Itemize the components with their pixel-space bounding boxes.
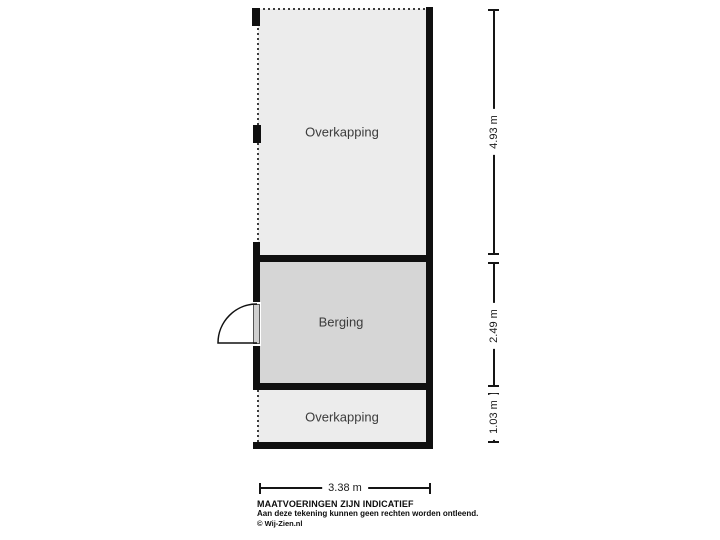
wall-bottom bbox=[253, 442, 433, 449]
wall-berging-top bbox=[253, 255, 433, 262]
wall-berging-bottom bbox=[253, 383, 433, 390]
room-overkapping-bottom bbox=[258, 390, 426, 443]
dimension-tick bbox=[429, 483, 431, 494]
dashed-boundary-left-bottom bbox=[257, 390, 259, 442]
wall-post-top-left bbox=[252, 8, 260, 26]
dimension-label-338: 3.38 m bbox=[322, 480, 368, 496]
dashed-boundary-top bbox=[258, 8, 426, 10]
dimension-label-103: 1.03 m bbox=[486, 394, 502, 440]
dimension-label-493: 4.93 m bbox=[486, 109, 502, 155]
wall-right bbox=[426, 7, 433, 449]
disclaimer-line1: MAATVOERINGEN ZIJN INDICATIEF bbox=[257, 499, 414, 509]
dimension-tick bbox=[488, 393, 499, 395]
dimension-tick bbox=[259, 483, 261, 494]
dimension-tick bbox=[488, 385, 499, 387]
dimension-label-249: 2.49 m bbox=[486, 303, 502, 349]
room-label-overkapping-top: Overkapping bbox=[305, 124, 379, 140]
dimension-tick bbox=[488, 441, 499, 443]
room-label-berging: Berging bbox=[318, 314, 364, 330]
dimension-tick bbox=[488, 9, 499, 11]
wall-post-mid-left bbox=[253, 125, 261, 143]
disclaimer-copyright: © Wij-Zien.nl bbox=[257, 519, 303, 528]
door-leaf bbox=[253, 304, 260, 344]
room-label-overkapping-bottom: Overkapping bbox=[305, 409, 379, 425]
disclaimer: MAATVOERINGEN ZIJN INDICATIEF Aan deze t… bbox=[257, 499, 478, 528]
room-overkapping-top bbox=[258, 9, 426, 255]
dimension-tick bbox=[488, 262, 499, 264]
dimension-tick bbox=[488, 253, 499, 255]
disclaimer-line2: Aan deze tekening kunnen geen rechten wo… bbox=[257, 509, 479, 518]
room-berging bbox=[260, 262, 426, 383]
